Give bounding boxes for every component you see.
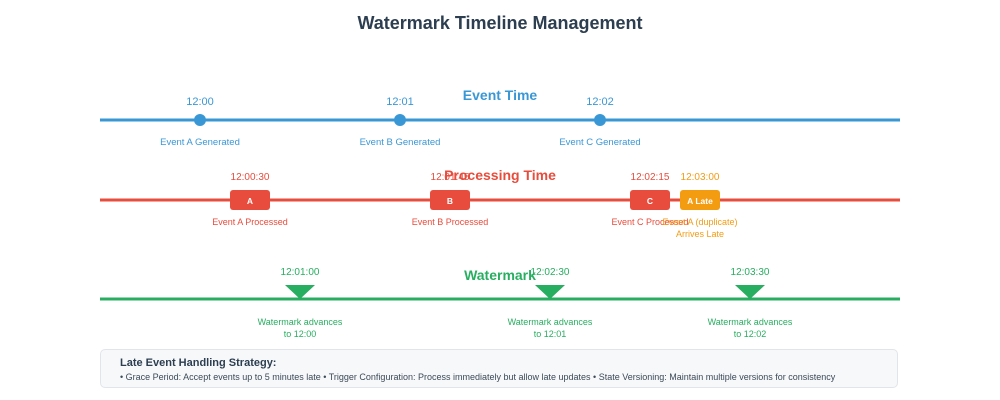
- processed-event-badge: [430, 190, 470, 210]
- event-time-value: 12:01: [386, 96, 414, 108]
- processing-time-track: 12:00:30A Event A Processed 12:01:45B Event…: [100, 167, 900, 239]
- badge-label: A Late: [687, 196, 713, 206]
- strategy-panel: Late Event Handling Strategy: • Grace Pe…: [100, 349, 898, 388]
- event-time-value: 12:02: [586, 96, 614, 108]
- processed-event-badge: [230, 190, 270, 210]
- strategy-title: Late Event Handling Strategy:: [120, 357, 277, 369]
- strategy-body: • Grace Period: Accept events up to 5 mi…: [120, 372, 836, 382]
- watermark-marker: [535, 285, 565, 299]
- watermark-caption: Watermark advances: [258, 317, 343, 327]
- processing-caption: Event A Processed: [212, 217, 288, 227]
- processing-time-label: Processing Time: [444, 167, 556, 183]
- event-point: [394, 114, 406, 126]
- processing-time-value: 12:03:00: [681, 172, 720, 183]
- processing-caption: Event C Processed: [611, 217, 688, 227]
- processing-caption-line2: Arrives Late: [676, 229, 724, 239]
- processed-event-badge: [630, 190, 670, 210]
- diagram-title: Watermark Timeline Management: [357, 13, 642, 33]
- event-caption: Event A Generated: [160, 137, 240, 148]
- processing-time-value: 12:00:30: [231, 172, 270, 183]
- processing-caption: Event A (duplicate): [662, 217, 737, 227]
- watermark-caption: Watermark advances: [708, 317, 793, 327]
- event-caption: Event B Generated: [360, 137, 441, 148]
- watermark-caption: Watermark advances: [508, 317, 593, 327]
- event-point: [594, 114, 606, 126]
- badge-label: A: [247, 196, 253, 206]
- event-point: [194, 114, 206, 126]
- late-event-badge: [680, 190, 720, 210]
- watermark-time-value: 12:03:30: [731, 267, 770, 278]
- event-time-value: 12:00: [186, 96, 214, 108]
- event-time-label: Event Time: [463, 87, 538, 103]
- processing-caption: Event B Processed: [412, 217, 489, 227]
- processing-time-value: 12:02:15: [631, 172, 670, 183]
- watermark-marker: [285, 285, 315, 299]
- watermark-caption-line2: to 12:01: [534, 329, 567, 339]
- watermark-caption-line2: to 12:00: [284, 329, 317, 339]
- watermark-time-value: 12:02:30: [531, 267, 570, 278]
- watermark-marker: [735, 285, 765, 299]
- watermark-time-value: 12:01:00: [281, 267, 320, 278]
- watermark-label: Watermark: [464, 267, 536, 283]
- processing-time-value: 12:01:45: [431, 172, 470, 183]
- badge-label: C: [647, 196, 653, 206]
- event-caption: Event C Generated: [559, 137, 640, 148]
- watermark-caption-line2: to 12:02: [734, 329, 767, 339]
- badge-label: B: [447, 196, 453, 206]
